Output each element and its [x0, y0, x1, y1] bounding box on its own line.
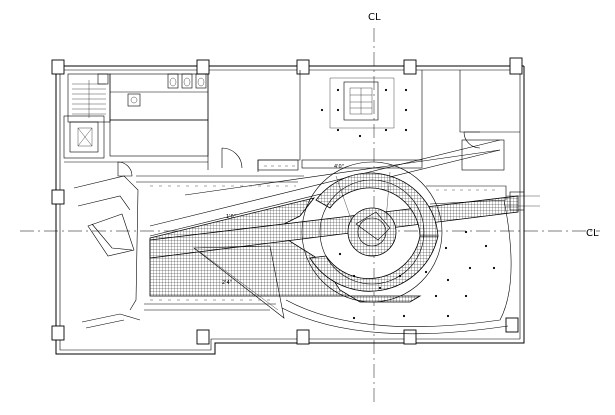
wc-2: [181, 73, 193, 89]
ramp-wedge: [193, 245, 285, 319]
entrance-wall: [73, 175, 139, 311]
upper-right-room: [459, 70, 520, 171]
urinal: [97, 73, 109, 85]
lift-shaft: [63, 115, 105, 159]
ceiling-outline: [329, 77, 395, 129]
left-entrance: [73, 175, 304, 329]
room-wall-west: [257, 70, 301, 172]
diagonal-wall-2: [184, 149, 501, 196]
dimension-label-1: 4'0": [334, 164, 344, 170]
entrance-steps: [81, 313, 141, 323]
wc-3: [195, 73, 207, 89]
column-ne: [509, 57, 523, 75]
door-swing-3: [117, 161, 133, 177]
dimension-labels: 4'0" 1'6" 2'4": [222, 164, 344, 286]
stair-treads: [72, 80, 106, 118]
basin: [127, 93, 141, 107]
lift-car: [69, 121, 99, 153]
store-room: [109, 119, 209, 157]
column-s2: [296, 329, 310, 345]
lift-cross: [77, 127, 93, 147]
upper-central-room: [257, 70, 423, 172]
column-n3: [403, 59, 417, 75]
dimension-label-2: 1'6": [226, 214, 236, 220]
service-core: [63, 73, 209, 170]
curved-wall: [285, 199, 512, 327]
column-s1: [196, 329, 210, 345]
exterior-walls: [55, 65, 525, 355]
door-swing-1: [221, 147, 243, 169]
wc-1: [167, 73, 179, 89]
doors: [117, 131, 481, 177]
structural-columns: [51, 57, 523, 345]
column-se: [505, 317, 519, 333]
display-shelves: [150, 165, 500, 301]
room-right-wall: [459, 70, 520, 133]
centerline-top-label: CL: [368, 12, 381, 23]
platform-outer-ring: [301, 161, 443, 303]
tiled-walkway-band: [149, 197, 422, 303]
platform-inner-ring: [319, 179, 425, 285]
display-counter: [87, 213, 135, 257]
skylight: [343, 81, 379, 121]
column-nw: [51, 59, 65, 75]
right-fixture: [509, 191, 525, 211]
centerline-right-label: CL: [586, 228, 599, 239]
platform-center: [347, 207, 397, 257]
column-s3: [403, 329, 417, 345]
column-w: [51, 189, 65, 205]
center-pedestal: [355, 211, 391, 241]
right-curved-area: [281, 185, 540, 335]
circular-platform: [301, 161, 443, 303]
diagonal-wall-upper: [149, 139, 501, 227]
column-sw: [51, 325, 65, 341]
column-n1: [196, 59, 210, 75]
dimension-label-3: 2'4": [222, 280, 232, 286]
ceiling-lights: [320, 88, 496, 320]
toilet-room: [109, 73, 209, 121]
column-n2: [296, 59, 310, 75]
